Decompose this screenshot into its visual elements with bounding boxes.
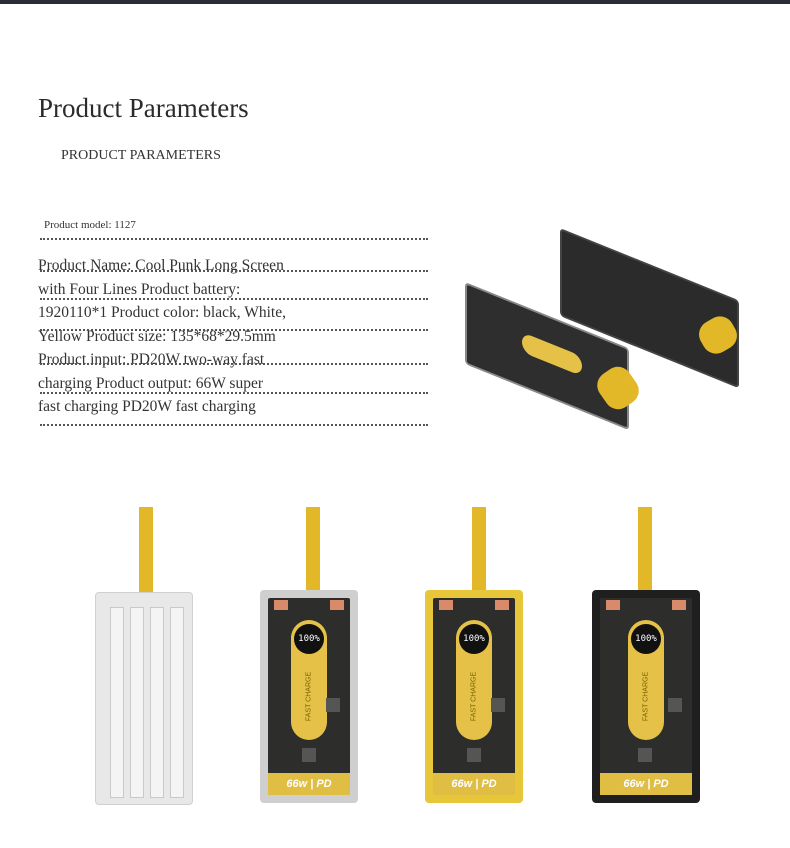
- cable-slot: [170, 607, 184, 798]
- battery-display: 100%: [459, 624, 489, 654]
- divider: [40, 238, 428, 240]
- divider: [40, 424, 428, 426]
- divider: [40, 298, 428, 300]
- cable-slot: [150, 607, 164, 798]
- circuit-board: 100% FAST CHARGE: [268, 598, 350, 795]
- fast-charge-label: FAST CHARGE: [470, 671, 478, 722]
- strap: [472, 507, 486, 597]
- strap: [306, 507, 320, 597]
- chip: [491, 698, 505, 712]
- strap: [638, 507, 652, 597]
- power-bank-white: [95, 592, 193, 805]
- chip: [467, 748, 481, 762]
- strap: [139, 507, 153, 597]
- divider: [40, 270, 428, 272]
- usb-port: [495, 600, 509, 610]
- spec-line: 1920110*1 Product color: black, White,: [38, 304, 286, 321]
- circuit-board: 100% FAST CHARGE: [433, 598, 515, 795]
- spec-text: Product Name: Cool Punk Long Screen with…: [38, 254, 338, 419]
- chip: [302, 748, 316, 762]
- spec-line: fast charging PD20W fast charging: [38, 398, 256, 415]
- fast-charge-label: FAST CHARGE: [642, 671, 650, 722]
- product-model: Product model: 1127: [44, 219, 136, 231]
- battery-display: 100%: [631, 624, 661, 654]
- spec-line: charging Product output: 66W super: [38, 374, 264, 392]
- usb-port: [330, 600, 344, 610]
- divider: [40, 329, 428, 331]
- divider: [40, 392, 428, 394]
- power-bank-black: 100% FAST CHARGE 66w | PD: [592, 590, 700, 803]
- display-pill: [522, 332, 582, 377]
- spec-line: with Four Lines Product battery:: [38, 280, 241, 298]
- fast-charge-label: FAST CHARGE: [305, 671, 313, 722]
- cable-slot: [110, 607, 124, 798]
- usb-port: [274, 600, 288, 610]
- page-subtitle: PRODUCT PARAMETERS: [61, 148, 221, 163]
- chip: [638, 748, 652, 762]
- power-bank-yellow: 100% FAST CHARGE 66w | PD: [425, 590, 523, 803]
- spec-line: Product input: PD20W two-way fast: [38, 351, 265, 368]
- divider: [40, 363, 428, 365]
- usb-port: [606, 600, 620, 610]
- usb-port: [672, 600, 686, 610]
- top-bar: [0, 0, 790, 4]
- power-badge: 66w | PD: [600, 773, 692, 795]
- page-title: Product Parameters: [38, 93, 249, 123]
- chip: [326, 698, 340, 712]
- usb-port: [439, 600, 453, 610]
- power-bank-transparent: 100% FAST CHARGE 66w | PD: [260, 590, 358, 803]
- power-badge: 66w | PD: [268, 773, 350, 795]
- spec-line: Yellow Product size: 135*68*29.5mm: [38, 327, 276, 345]
- circuit-board: 100% FAST CHARGE: [600, 598, 692, 795]
- chip: [668, 698, 682, 712]
- battery-display: 100%: [294, 624, 324, 654]
- power-badge: 66w | PD: [433, 773, 515, 795]
- cable-slot: [130, 607, 144, 798]
- spec-line: Product Name: Cool Punk Long Screen: [38, 257, 284, 274]
